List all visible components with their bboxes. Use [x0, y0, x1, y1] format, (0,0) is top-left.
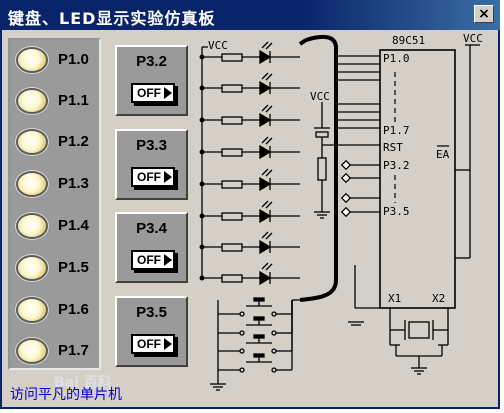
window-title: 键盘、LED显示实验仿真板 — [8, 9, 216, 28]
led-resistor-row — [199, 168, 300, 192]
junction-icon — [340, 192, 352, 204]
pushbutton-contact — [218, 300, 293, 336]
led-p1-3: P1.3 — [16, 168, 96, 202]
pushbutton-contact — [218, 300, 293, 354]
off-toggle-icon[interactable]: OFF — [131, 334, 175, 354]
led-bulb-icon — [18, 257, 46, 279]
led-p1-2: P1.2 — [16, 126, 96, 160]
led-label: P1.3 — [58, 175, 89, 192]
chip-name: 89C51 — [392, 34, 425, 47]
led-p1-6: P1.6 — [16, 294, 96, 328]
led-p1-5: P1.5 — [16, 252, 96, 286]
pin-ea: EA — [436, 148, 450, 161]
pushbutton-contact — [218, 297, 293, 317]
switch-label: P3.2 — [136, 53, 167, 70]
pin-p3-5: P3.5 — [383, 205, 410, 218]
led-resistor-row — [199, 262, 300, 286]
led-bulb-icon — [18, 131, 46, 153]
led-label: P1.1 — [58, 92, 89, 109]
led-resistor-row — [199, 72, 300, 96]
led-label: P1.0 — [58, 51, 89, 68]
led-resistor-row — [199, 41, 300, 65]
pin-p1-7: P1.7 — [383, 124, 410, 137]
vcc-label-left: VCC — [208, 39, 228, 52]
vcc-label-right: VCC — [463, 32, 483, 45]
watermark: Bai 百科 — [54, 375, 112, 391]
led-bulb-icon — [18, 49, 46, 71]
switch-label: P3.3 — [136, 137, 167, 154]
title-bar[interactable]: 键盘、LED显示实验仿真板 × — [0, 0, 500, 30]
led-bulb-icon — [18, 90, 46, 112]
led-resistor-row — [199, 104, 300, 128]
led-panel: P1.0 P1.1 P1.2 P1.3 P1.4 P1.5 P1.6 P1.7 — [8, 38, 101, 370]
off-toggle-icon[interactable]: OFF — [131, 83, 175, 103]
pushbutton-contact — [218, 300, 293, 373]
switch-label: P3.5 — [136, 304, 167, 321]
led-p1-1: P1.1 — [16, 85, 96, 119]
led-label: P1.4 — [58, 217, 89, 234]
led-label: P1.6 — [58, 301, 89, 318]
pin-p3-2: P3.2 — [383, 159, 410, 172]
led-label: P1.5 — [58, 259, 89, 276]
junction-icon — [340, 206, 352, 218]
led-bulb-icon — [18, 299, 46, 321]
off-toggle-icon[interactable]: OFF — [131, 250, 175, 270]
led-bulb-icon — [18, 215, 46, 237]
led-p1-0: P1.0 — [16, 44, 96, 78]
led-p1-7: P1.7 — [16, 335, 96, 369]
off-toggle-icon[interactable]: OFF — [131, 167, 175, 187]
pin-x2: X2 — [432, 292, 445, 305]
close-button[interactable]: × — [474, 5, 494, 23]
junction-icon — [340, 159, 352, 171]
pin-rst: RST — [383, 141, 403, 154]
visit-link[interactable]: 访问平凡的单片机 — [10, 387, 122, 403]
led-p1-4: P1.4 — [16, 210, 96, 244]
pin-p1-0: P1.0 — [383, 52, 410, 65]
switch-label: P3.4 — [136, 220, 167, 237]
junction-icon — [340, 172, 352, 184]
led-resistor-row — [199, 231, 300, 255]
led-label: P1.2 — [58, 133, 89, 150]
led-resistor-row — [199, 200, 300, 224]
pin-x1: X1 — [388, 292, 401, 305]
led-resistor-row — [199, 136, 300, 160]
led-label: P1.7 — [58, 342, 89, 359]
led-bulb-icon — [18, 340, 46, 362]
led-bulb-icon — [18, 173, 46, 195]
vcc-label-reset: VCC — [310, 90, 330, 103]
